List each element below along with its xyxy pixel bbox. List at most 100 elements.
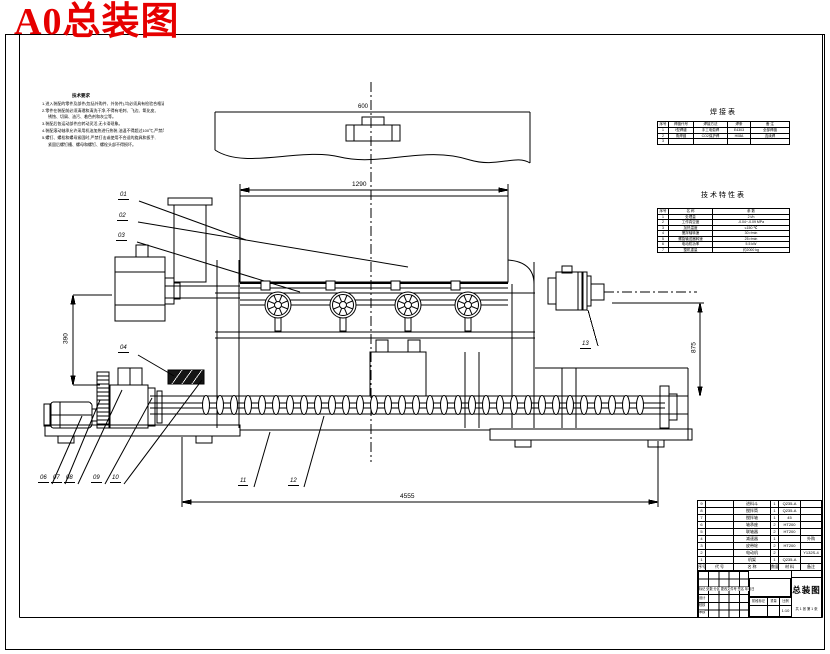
table-cell: 1 <box>658 214 669 220</box>
table-cell: -0.04~-0.09 MPa <box>713 220 790 226</box>
table-cell: 备 注 <box>751 122 790 128</box>
part-label-06: 06 <box>38 475 49 483</box>
table-cell: 2 t/h <box>713 214 790 220</box>
dim-top-width: 600 <box>358 104 369 110</box>
table-cell <box>706 550 734 557</box>
table-cell: 1 <box>771 515 779 522</box>
table-cell: 轴承座 <box>734 522 771 529</box>
table-cell: HT200 <box>779 543 801 550</box>
table-cell: Q235-A <box>779 508 801 515</box>
tech-table-title: 技术特性表 <box>701 192 746 199</box>
part-label-01: 01 <box>118 192 129 200</box>
notes-line: 2.零件在装配前必须清理和清洗干净,不得有毛刺、飞边、氧化皮、 <box>42 107 159 113</box>
table-cell <box>706 529 734 536</box>
table-cell: 序号 <box>658 209 669 215</box>
dim-overall-length: 4555 <box>400 493 415 500</box>
notes-line: 5.螺钉、螺栓和螺母紧固时,严禁打击或使用不合适的旋具和扳手, <box>42 134 156 140</box>
part-label-09: 09 <box>91 475 102 483</box>
table-cell: 减速器 <box>734 536 771 543</box>
table-cell: 5 <box>658 236 669 242</box>
table-cell: Q235-A <box>779 501 801 508</box>
part-label-11: 11 <box>238 478 249 486</box>
table-cell: 5.5 kW <box>713 242 790 248</box>
table-cell <box>751 139 790 145</box>
notes-line: 锈蚀、切屑、油污、着色剂和灰尘等。 <box>48 114 116 120</box>
table-cell: 2 <box>771 529 779 536</box>
table-cell: 约2000 kg <box>713 247 790 253</box>
notes-line: 紧固后螺钉槽、螺母和螺钉、螺栓头部不得损坏。 <box>48 141 136 147</box>
right-strip <box>791 571 822 578</box>
part-label-04: 04 <box>118 345 129 353</box>
table-cell: 序号 <box>658 122 669 128</box>
table-cell: 2 <box>658 220 669 226</box>
divider <box>791 571 792 617</box>
table-cell: HT200 <box>779 529 801 536</box>
stage-value <box>750 606 768 617</box>
page-title: A0总装图 <box>14 1 180 43</box>
table-cell: 手工电弧焊 <box>694 127 728 134</box>
table-cell: 30 r/min <box>713 231 790 237</box>
table-cell: 2 <box>771 522 779 529</box>
table-cell: 25 r/min <box>713 236 790 242</box>
table-cell: ≤150 ℃ <box>713 225 790 231</box>
table-cell: 2 <box>771 550 779 557</box>
drawing-number-box <box>749 578 791 597</box>
signature-grid <box>698 571 749 617</box>
table-cell: Ⅰ型焊缝 <box>669 127 694 134</box>
drawing-title: 总装图 <box>792 585 821 595</box>
table-cell: 1 <box>771 501 779 508</box>
table-cell: 皮带轮 <box>734 543 771 550</box>
table-cell: 进料斗 <box>734 501 771 508</box>
table-cell <box>801 543 822 550</box>
part-label-10: 10 <box>110 475 121 483</box>
table-cell: 7 <box>658 247 669 253</box>
role-design: 设计 <box>699 596 706 600</box>
sheet-info: 共 1 张 第 1 张 <box>795 607 818 611</box>
table-cell: 3 <box>658 225 669 231</box>
table-cell: 全部焊缝 <box>751 127 790 134</box>
table-cell: 5 <box>698 529 706 536</box>
table-cell: 电动机功率 <box>669 242 713 248</box>
notes-line: 1.进入装配的零件及部件(包括外购件、外协件),均必须具有检验合格证方能进行装配… <box>42 100 164 106</box>
notes-heading: 技术要求 <box>72 93 90 98</box>
notes-line: 3.装配后各运动部件应转动灵活,无卡滞现象。 <box>42 121 123 127</box>
table-cell: 1 <box>658 127 669 134</box>
table-cell <box>801 508 822 515</box>
table-cell <box>706 536 734 543</box>
table-cell: 2 <box>698 550 706 557</box>
table-cell <box>706 522 734 529</box>
table-cell: 1 <box>698 557 706 564</box>
table-cell <box>706 543 734 550</box>
table-cell: 45 <box>779 515 801 522</box>
part-label-02: 02 <box>117 213 128 221</box>
weight-value <box>768 606 780 617</box>
dim-right-height: 875 <box>690 342 698 353</box>
table-cell: 2 <box>658 133 669 140</box>
table-cell <box>669 139 694 145</box>
table-cell: 1 <box>771 557 779 564</box>
table-cell: 1 <box>771 508 779 515</box>
table-cell: 6 <box>698 522 706 529</box>
table-cell: 机架 <box>734 557 771 564</box>
table-cell: 3 <box>698 543 706 550</box>
table-cell <box>801 557 822 564</box>
marks-row: 标记 处数 分区 更改文件号 签名 年月日 <box>699 587 755 591</box>
table-cell: 4 <box>658 231 669 237</box>
table-cell: 联轴器 <box>734 529 771 536</box>
table-cell: 连续焊 <box>751 133 790 140</box>
table-cell: 名 称 <box>669 209 713 215</box>
table-cell: 焊条 <box>728 122 751 128</box>
table-cell <box>779 536 801 543</box>
table-cell <box>801 501 822 508</box>
table-cell: 加热温度 <box>669 225 713 231</box>
table-cell: 参 数 <box>713 209 790 215</box>
table-cell <box>706 515 734 522</box>
table-cell: 处理量 <box>669 214 713 220</box>
table-cell: 7 <box>698 515 706 522</box>
table-cell: 外购 <box>801 536 822 543</box>
table-cell: 角焊缝 <box>669 133 694 140</box>
table-cell: 9 <box>698 501 706 508</box>
